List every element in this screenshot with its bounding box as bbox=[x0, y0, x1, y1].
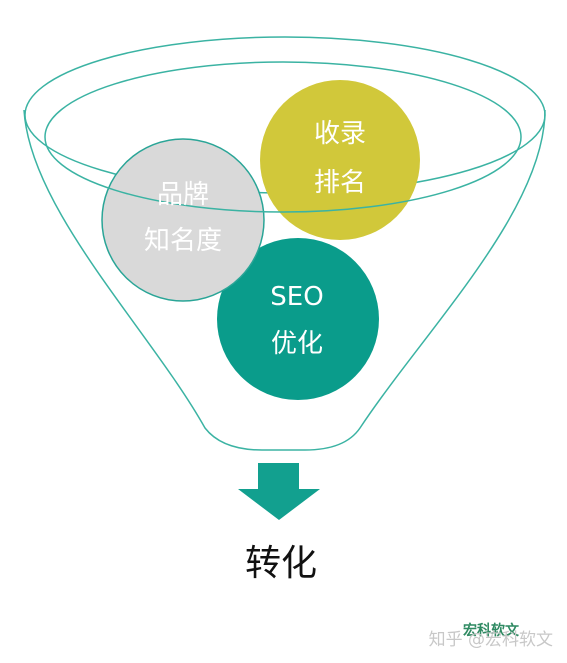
seo-label-line2: 优化 bbox=[271, 329, 323, 359]
watermark-stamp: 宏科软文 bbox=[463, 622, 520, 639]
brand-label-line2: 知名度 bbox=[144, 226, 222, 256]
funnel-body bbox=[23, 109, 546, 451]
indexing-ranking-circle bbox=[260, 80, 420, 240]
funnel-inner-rim bbox=[44, 61, 522, 213]
down-arrow-icon bbox=[238, 463, 320, 520]
watermark-zhihu: 知乎 @宏科软文 bbox=[429, 630, 553, 650]
brand-label-line1: 品牌 bbox=[157, 180, 209, 210]
seo-label-line1: SEO bbox=[270, 282, 323, 312]
seo-circle bbox=[217, 238, 379, 400]
index-label-line2: 排名 bbox=[314, 168, 366, 198]
conversion-label: 转化 bbox=[245, 543, 317, 584]
brand-awareness-circle bbox=[101, 138, 265, 302]
index-label-line1: 收录 bbox=[314, 119, 366, 149]
